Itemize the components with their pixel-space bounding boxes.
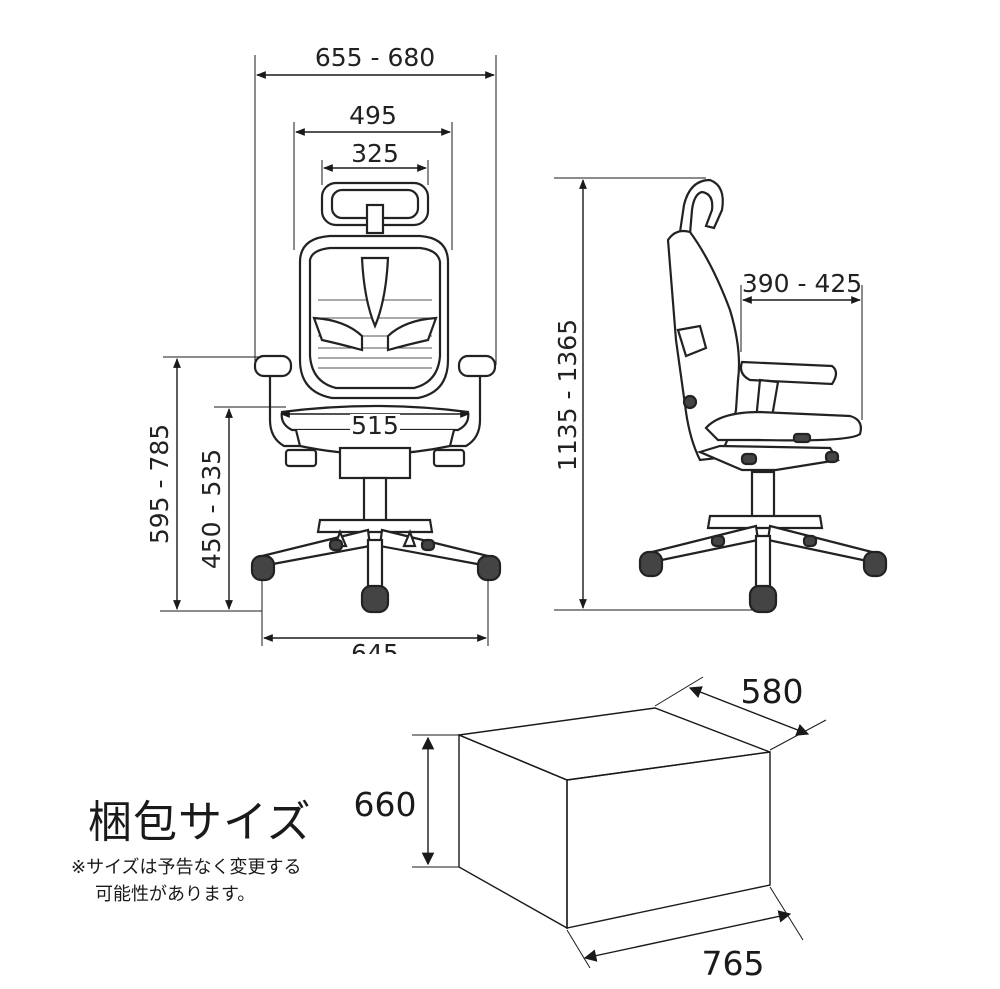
box-top-face bbox=[456, 707, 771, 781]
box-width-line bbox=[583, 910, 792, 962]
left-armrest-front bbox=[253, 354, 293, 378]
mesh-lines bbox=[318, 299, 432, 369]
box-front-face bbox=[566, 751, 771, 929]
box-left-face bbox=[458, 733, 568, 930]
armrest-height-label: 595 - 785 bbox=[145, 424, 174, 544]
seat-mechanism-front bbox=[338, 446, 412, 480]
headrest-side bbox=[678, 178, 724, 236]
box-height-label: 660 bbox=[354, 785, 417, 824]
right-armrest-front bbox=[457, 354, 497, 378]
box-depth-line bbox=[688, 686, 810, 736]
box-width-label: 765 bbox=[702, 944, 765, 983]
headrest-width-label: 325 bbox=[351, 139, 399, 168]
front-view: 655 - 680 495 325 bbox=[145, 43, 502, 668]
seat-width-label: 515 bbox=[351, 411, 399, 440]
package-size-title: 梱包サイズ bbox=[88, 797, 312, 848]
seat-depth-label: 390 - 425 bbox=[742, 269, 862, 298]
overall-width-label: 655 - 680 bbox=[315, 43, 435, 72]
backrest-width-label: 495 bbox=[349, 101, 397, 130]
side-view: 1135 - 1365 390 - 425 bbox=[553, 177, 888, 614]
base-width-label: 645 bbox=[351, 639, 399, 668]
package-note-line2: 可能性があります。 bbox=[95, 884, 256, 905]
armrest-side bbox=[739, 360, 838, 386]
seat-side bbox=[704, 410, 862, 442]
box-depth-label: 580 bbox=[741, 672, 804, 711]
package-box: 580 660 765 bbox=[354, 672, 827, 983]
total-height-label: 1135 - 1365 bbox=[553, 319, 582, 471]
casters-front bbox=[250, 538, 502, 614]
casters-side bbox=[638, 534, 888, 614]
seat-height-label: 450 - 535 bbox=[197, 449, 226, 569]
package-note-line1: ※サイズは予告なく変更する bbox=[71, 857, 302, 878]
